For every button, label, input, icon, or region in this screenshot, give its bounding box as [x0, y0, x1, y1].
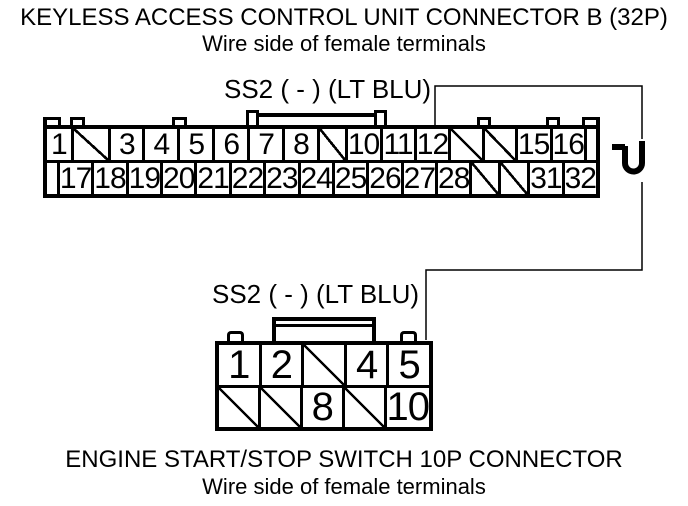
- top-wire-signal-label: SS2 ( - ) (LT BLU): [224, 74, 432, 104]
- pin-cell-15: 15: [518, 129, 553, 160]
- pin-cell-20: 20: [163, 163, 198, 194]
- top-connector-subtitle: Wire side of female terminals: [202, 31, 486, 56]
- connector-b-lock-post-right: [374, 110, 387, 126]
- unused-pin-cell: [344, 387, 387, 427]
- pin-cell-10: 10: [348, 129, 383, 160]
- connector-b-lock-post-left: [246, 110, 259, 126]
- blank-cell: [587, 129, 596, 160]
- pin-cell-17: 17: [60, 163, 95, 194]
- pin-cell-12: 12: [417, 129, 452, 160]
- pin-cell-4: 4: [145, 129, 181, 160]
- pin-cell-27: 27: [404, 163, 439, 194]
- connector-b-mount-tab: [70, 117, 85, 126]
- pin-cell-5: 5: [398, 342, 421, 387]
- pin-cell-19: 19: [129, 163, 164, 194]
- blank-cell: [47, 163, 60, 194]
- pin-cell-24: 24: [301, 163, 335, 194]
- connector-b-mount-tab: [172, 117, 187, 126]
- pin-cell-28: 28: [438, 163, 473, 194]
- bottom-connector-subtitle: Wire side of female terminals: [202, 474, 486, 499]
- top-connector-title: KEYLESS ACCESS CONTROL UNIT CONNECTOR B …: [20, 4, 668, 31]
- pin-cell-16: 16: [553, 129, 587, 160]
- connector-10p-lock-tab: [272, 317, 376, 342]
- pin-cell-10: 10: [386, 385, 430, 430]
- pin-cell-18: 18: [94, 163, 129, 194]
- connector-b-corner-tab-left: [43, 117, 61, 126]
- pin-cell-25: 25: [335, 163, 370, 194]
- pin-cell-1: 1: [219, 345, 262, 385]
- unused-pin-cell: [219, 387, 261, 427]
- wire-segment-to-pin5: [425, 182, 643, 340]
- connector-10p-mount-tab-left: [227, 331, 244, 342]
- pin-cell-11: 11: [383, 129, 417, 160]
- pin-cell-32: 32: [564, 161, 597, 195]
- pin-cell-2: 2: [262, 345, 305, 385]
- pin-cell-4: 4: [347, 345, 390, 385]
- unused-pin-cell: [319, 129, 348, 160]
- unused-pin-cell: [260, 387, 303, 427]
- unused-pin-cell: [73, 129, 112, 160]
- pin-row: 8 10: [219, 385, 430, 430]
- pin-cell-3: 3: [111, 129, 146, 160]
- pin-cell-1: 1: [47, 129, 74, 160]
- bottom-wire-signal-label: SS2 ( - ) (LT BLU): [212, 279, 420, 309]
- connector-b-lock-bar: [256, 113, 378, 126]
- pin-cell-23: 23: [266, 163, 301, 194]
- pin-cell-5: 5: [180, 129, 216, 160]
- unused-pin-cell: [451, 129, 485, 160]
- pin-cell-22: 22: [232, 163, 267, 194]
- unused-pin-cell: [501, 163, 531, 194]
- pin-cell-6: 6: [215, 129, 251, 160]
- pin-cell-7: 7: [250, 129, 286, 160]
- wire-joint-u-icon: [612, 141, 645, 175]
- pin-cell-21: 21: [197, 163, 232, 194]
- unused-pin-cell: [472, 163, 502, 194]
- connector-10p-mount-tab-right: [400, 331, 417, 342]
- bottom-connector-title: ENGINE START/STOP SWITCH 10P CONNECTOR: [65, 446, 623, 473]
- pin-cell-31: 31: [530, 163, 565, 194]
- connector-10p-lock-tab-inner-line: [276, 324, 372, 327]
- pin-cell-8: 8: [303, 387, 345, 427]
- pin-cell-26: 26: [369, 163, 404, 194]
- unused-pin-cell: [484, 129, 518, 160]
- unused-pin-cell: [304, 345, 347, 385]
- pin-cell-8: 8: [285, 129, 320, 160]
